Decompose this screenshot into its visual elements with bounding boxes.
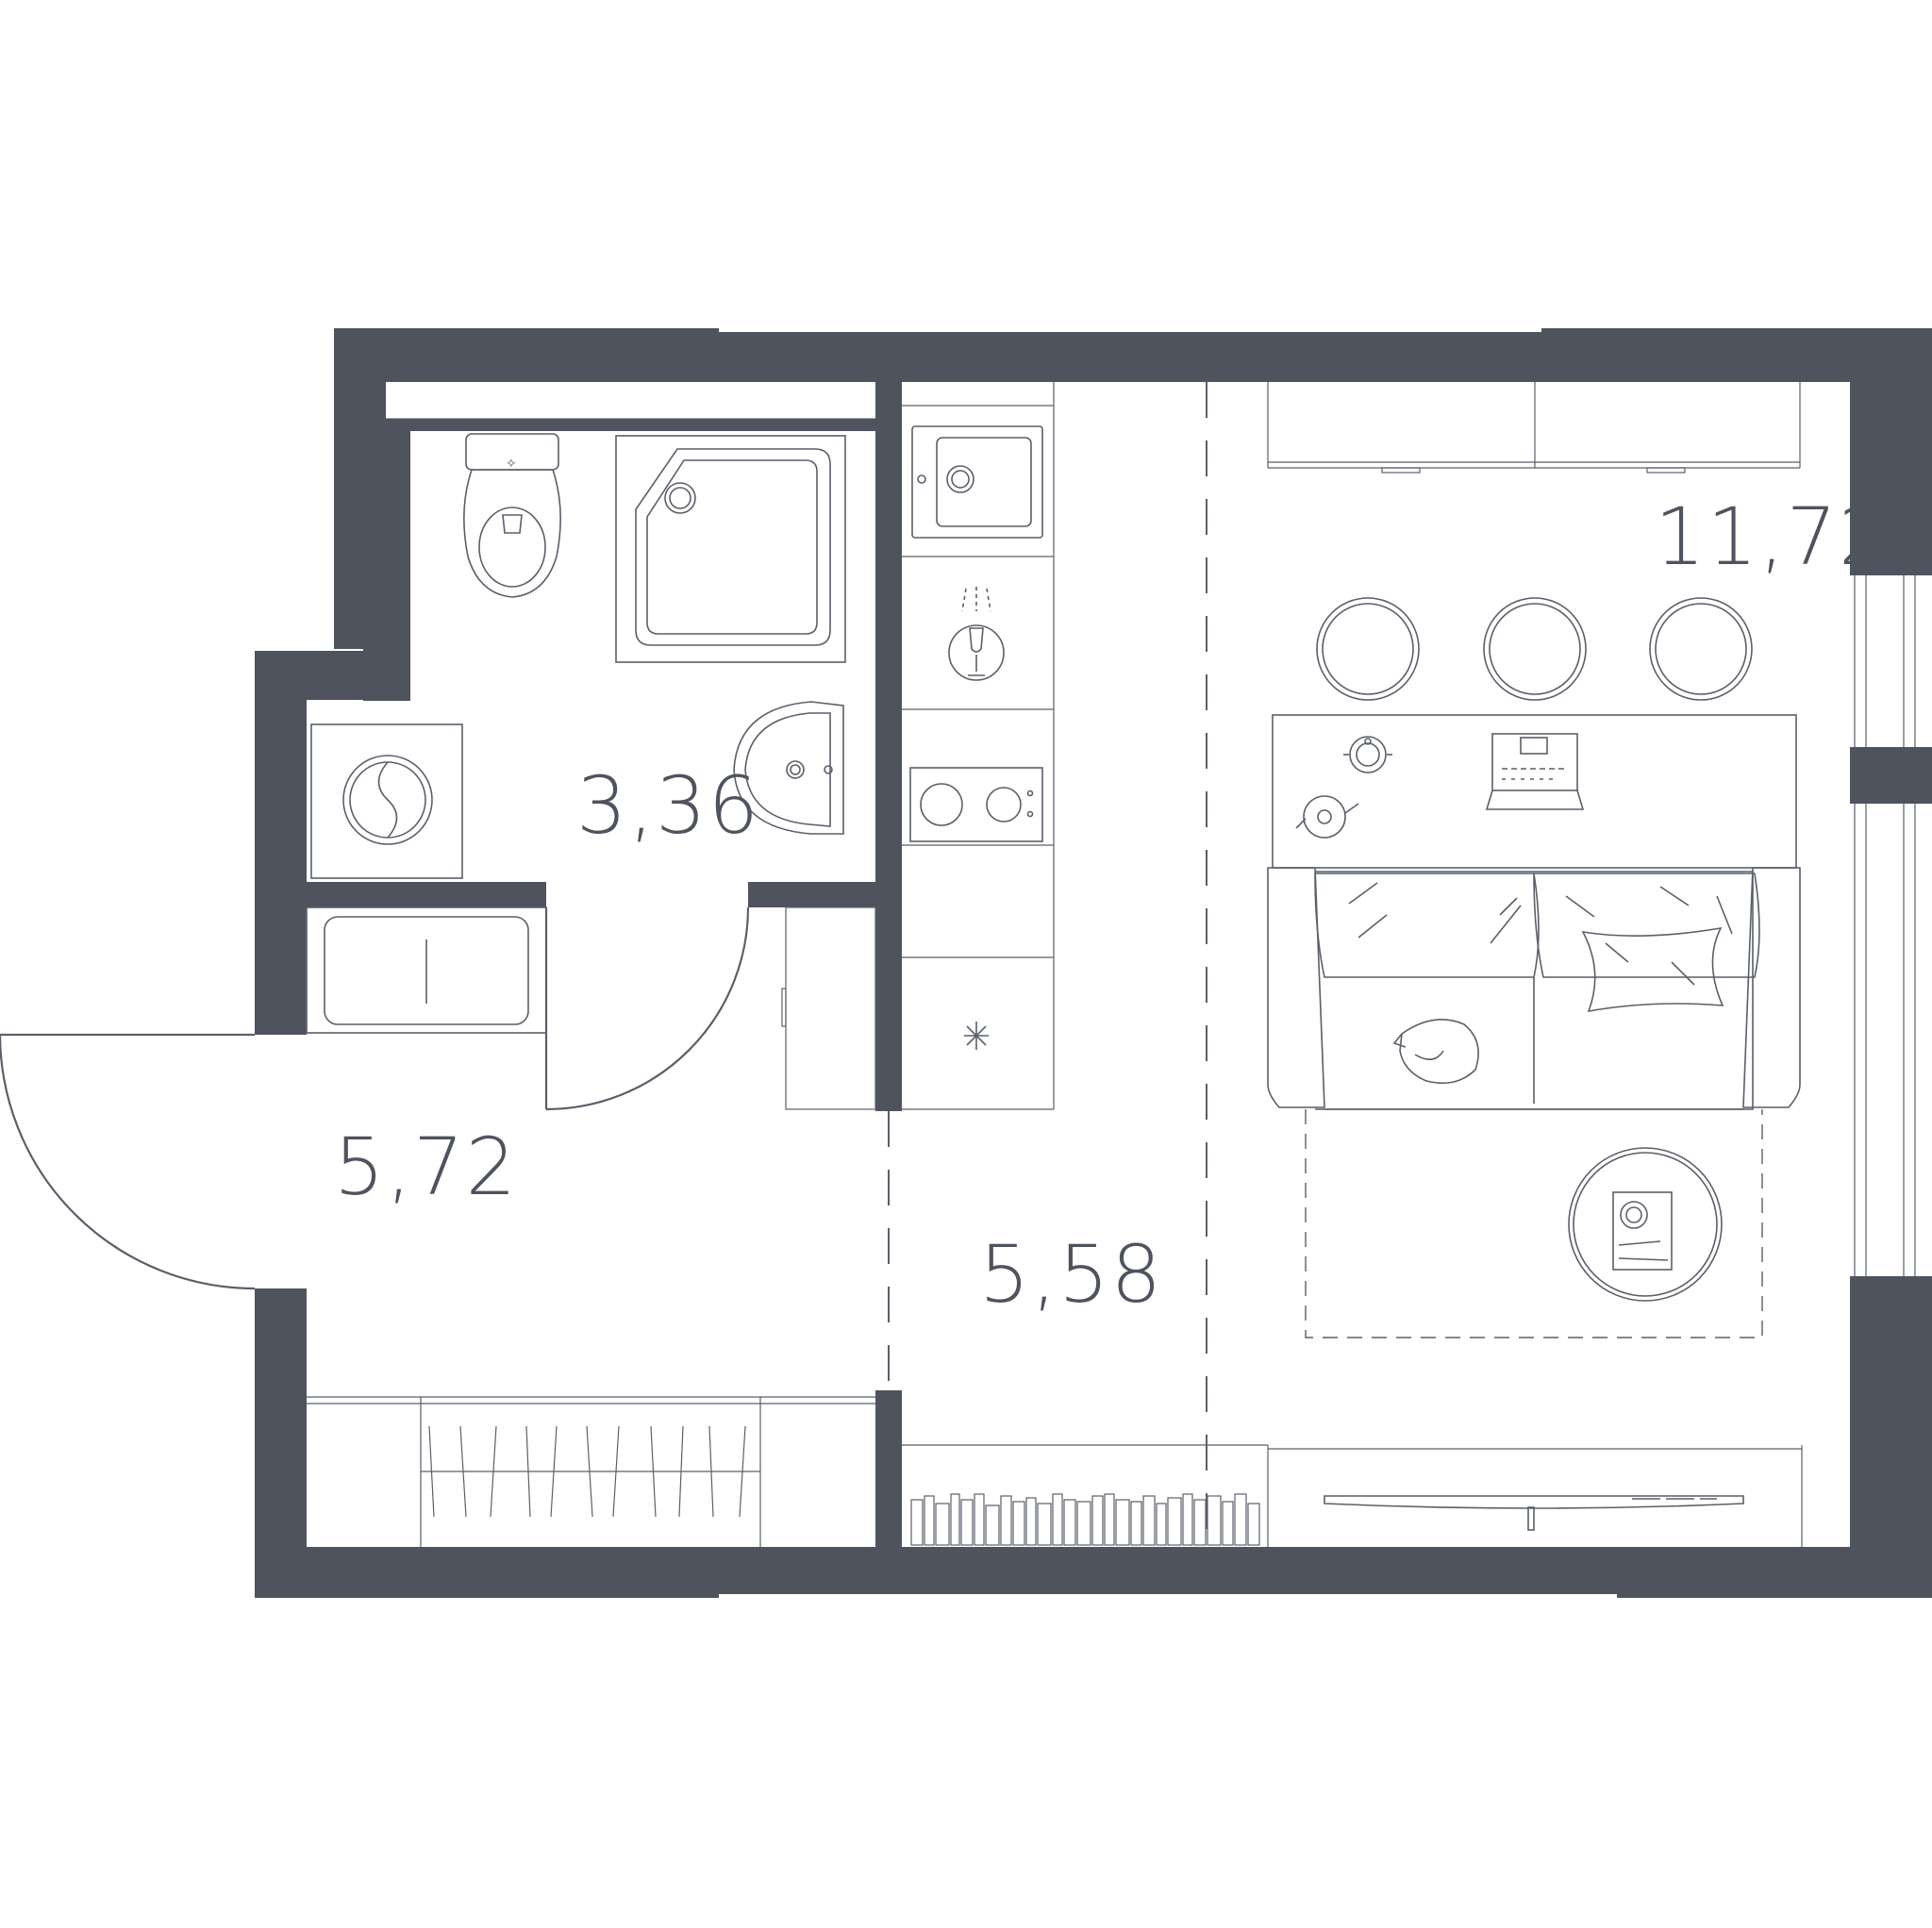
washbasin-icon: [733, 701, 844, 835]
area-label-hallway: 5,72: [334, 1121, 518, 1213]
dishwasher-icon: [948, 587, 1005, 681]
bath-ceiling-band: [410, 420, 875, 431]
hob-icon: [909, 767, 1043, 842]
wall-kitchen-lower: [875, 1390, 902, 1547]
wall-top-left: [334, 328, 719, 382]
washing-machine-icon: [310, 723, 463, 879]
wall-bath-right: [875, 382, 902, 1111]
sofa-icon: [1267, 867, 1801, 1110]
bath-top-niche: [386, 382, 875, 420]
area-label-bathroom: 3,36: [576, 759, 760, 852]
wall-right-pier: [1850, 747, 1932, 804]
bookshelf-icon: [902, 1444, 1803, 1547]
wall-bottom-mid: [719, 1547, 1617, 1594]
wall-bath-left: [363, 382, 410, 701]
wall-bath-bottom-right: [748, 882, 875, 907]
fridge-icon: [964, 1022, 989, 1050]
bar-stools: [1316, 597, 1753, 701]
rug: [1305, 1109, 1763, 1338]
kitchen-counter: [902, 382, 1055, 1110]
bench-icon: [306, 906, 547, 1034]
bathroom-door: [544, 906, 750, 1111]
area-label-kitchen: 5,58: [979, 1228, 1163, 1321]
window-right: [1854, 575, 1916, 1276]
wall-bath-bottom-left: [307, 882, 546, 907]
hangers: [428, 1425, 746, 1518]
coffee-table-icon: [1568, 1147, 1723, 1302]
entrance-door-icon: [0, 1033, 256, 1290]
area-label-living: 11,72: [1655, 490, 1890, 583]
hall-cabinet: [781, 906, 876, 1110]
bar-counter: [1272, 714, 1797, 869]
wall-right-lower: [1850, 1276, 1932, 1598]
wall-left-mid: [255, 651, 307, 1035]
toilet-icon: ✧: [463, 433, 561, 598]
tv-icon: [1324, 1495, 1744, 1531]
kitchen-sink-icon: [911, 425, 1043, 539]
wall-cabinets: [1267, 382, 1801, 474]
wall-left-lower: [255, 1288, 307, 1598]
laptop-icon: [1485, 733, 1585, 810]
bar-stool-icon: [1316, 597, 1420, 701]
shower-tray-icon: [615, 435, 846, 663]
bar-stool-icon: [1649, 597, 1753, 701]
svg-text:✧: ✧: [506, 457, 517, 472]
wall-bottom-left: [255, 1547, 719, 1598]
cup-icon: [1343, 736, 1392, 773]
teapot-icon: [1295, 795, 1359, 839]
zone-dividers: [888, 382, 1208, 1547]
bar-stool-icon: [1483, 597, 1587, 701]
wall-right-upper: [1850, 328, 1932, 575]
cushion-icon: [1581, 926, 1724, 1013]
wall-top-mid: [719, 332, 1541, 382]
wardrobe-icon: [307, 1396, 875, 1547]
cat-icon: [1392, 1019, 1479, 1085]
